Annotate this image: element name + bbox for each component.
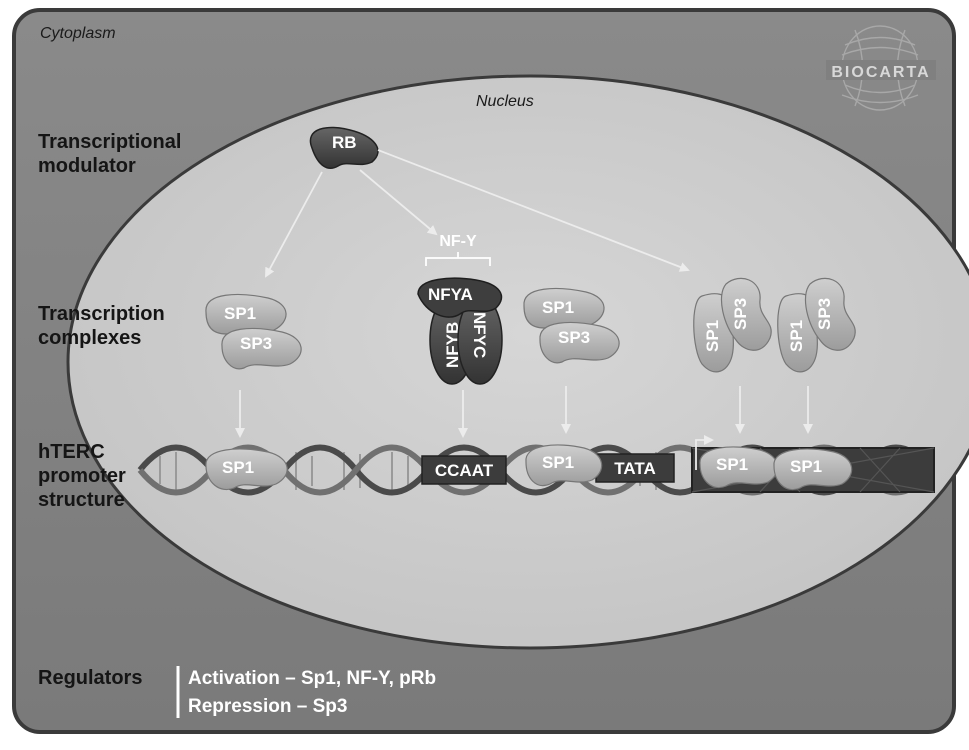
svg-text:structure: structure bbox=[38, 489, 125, 511]
complex-sp1-sp3-4: SP1 SP3 bbox=[777, 277, 856, 373]
svg-text:NFYC: NFYC bbox=[470, 312, 489, 358]
complex-sp1-sp3-3: SP1 SP3 bbox=[693, 277, 772, 373]
cytoplasm-label: Cytoplasm bbox=[40, 25, 116, 42]
sp1-bound-4: SP1 bbox=[773, 448, 853, 491]
arrow-rb-to-nfy bbox=[359, 169, 438, 236]
sp1-bound-1: SP1 bbox=[205, 448, 288, 491]
arrow-rb-to-sp1-sp3 bbox=[377, 149, 690, 272]
biocarta-logo: BIOCARTA bbox=[826, 25, 936, 111]
regulators-legend: Regulators Activation – Sp1, NF-Y, pRb R… bbox=[38, 666, 436, 718]
svg-text:CCAAT: CCAAT bbox=[435, 461, 494, 480]
tata-box: TATA bbox=[595, 453, 675, 483]
nucleus-region bbox=[66, 74, 969, 650]
row-label-modulator: Transcriptional modulator bbox=[38, 131, 181, 177]
row-label-promoter: hTERC promoter structure bbox=[38, 441, 126, 511]
svg-text:Transcriptional: Transcriptional bbox=[38, 131, 181, 153]
svg-text:SP3: SP3 bbox=[731, 298, 750, 330]
svg-text:SP1: SP1 bbox=[787, 320, 806, 352]
svg-text:SP3: SP3 bbox=[558, 328, 590, 347]
sp1-bound-2: SP1 bbox=[525, 444, 603, 487]
svg-text:SP1: SP1 bbox=[542, 453, 574, 472]
svg-text:NFYB: NFYB bbox=[443, 322, 462, 368]
svg-text:Transcription: Transcription bbox=[38, 303, 165, 325]
regulators-repression: Repression – Sp3 bbox=[188, 696, 347, 717]
complex-sp1-sp3-2: SP1 SP3 bbox=[523, 287, 620, 364]
nfy-complex: NFYB NFYC NFYA bbox=[417, 277, 503, 385]
regulators-activation: Activation – Sp1, NF-Y, pRb bbox=[188, 668, 436, 689]
svg-text:promoter: promoter bbox=[38, 465, 126, 487]
svg-text:NF-Y: NF-Y bbox=[439, 233, 477, 250]
svg-text:RB: RB bbox=[332, 133, 357, 152]
svg-text:hTERC: hTERC bbox=[38, 441, 105, 463]
complex-sp1-sp3-1: SP1 SP3 bbox=[205, 293, 302, 370]
nucleus-label: Nucleus bbox=[476, 93, 534, 110]
svg-text:complexes: complexes bbox=[38, 327, 141, 349]
sp1-bound-3: SP1 bbox=[699, 446, 779, 489]
logo-text: BIOCARTA bbox=[831, 64, 930, 81]
svg-text:SP1: SP1 bbox=[703, 320, 722, 352]
rb-arrows bbox=[265, 149, 690, 278]
svg-text:modulator: modulator bbox=[38, 155, 136, 177]
svg-text:SP1: SP1 bbox=[542, 298, 574, 317]
rb-protein: RB bbox=[309, 126, 379, 169]
nfy-group-label: NF-Y bbox=[425, 233, 491, 266]
svg-text:SP3: SP3 bbox=[815, 298, 834, 330]
regulators-title: Regulators bbox=[38, 667, 142, 689]
row-label-complexes: Transcription complexes bbox=[38, 303, 165, 349]
svg-text:SP1: SP1 bbox=[224, 304, 256, 323]
svg-text:TATA: TATA bbox=[614, 459, 656, 478]
svg-text:NFYA: NFYA bbox=[428, 285, 473, 304]
svg-text:SP1: SP1 bbox=[222, 458, 254, 477]
binding-arrows bbox=[235, 386, 813, 438]
svg-text:SP1: SP1 bbox=[716, 455, 748, 474]
transcription-start-arrow bbox=[695, 435, 714, 470]
ccaat-box: CCAAT bbox=[421, 455, 507, 485]
arrow-rb-to-sp1 bbox=[265, 171, 323, 278]
nfya-protein bbox=[417, 277, 503, 318]
svg-text:SP3: SP3 bbox=[240, 334, 272, 353]
svg-text:SP1: SP1 bbox=[790, 457, 822, 476]
